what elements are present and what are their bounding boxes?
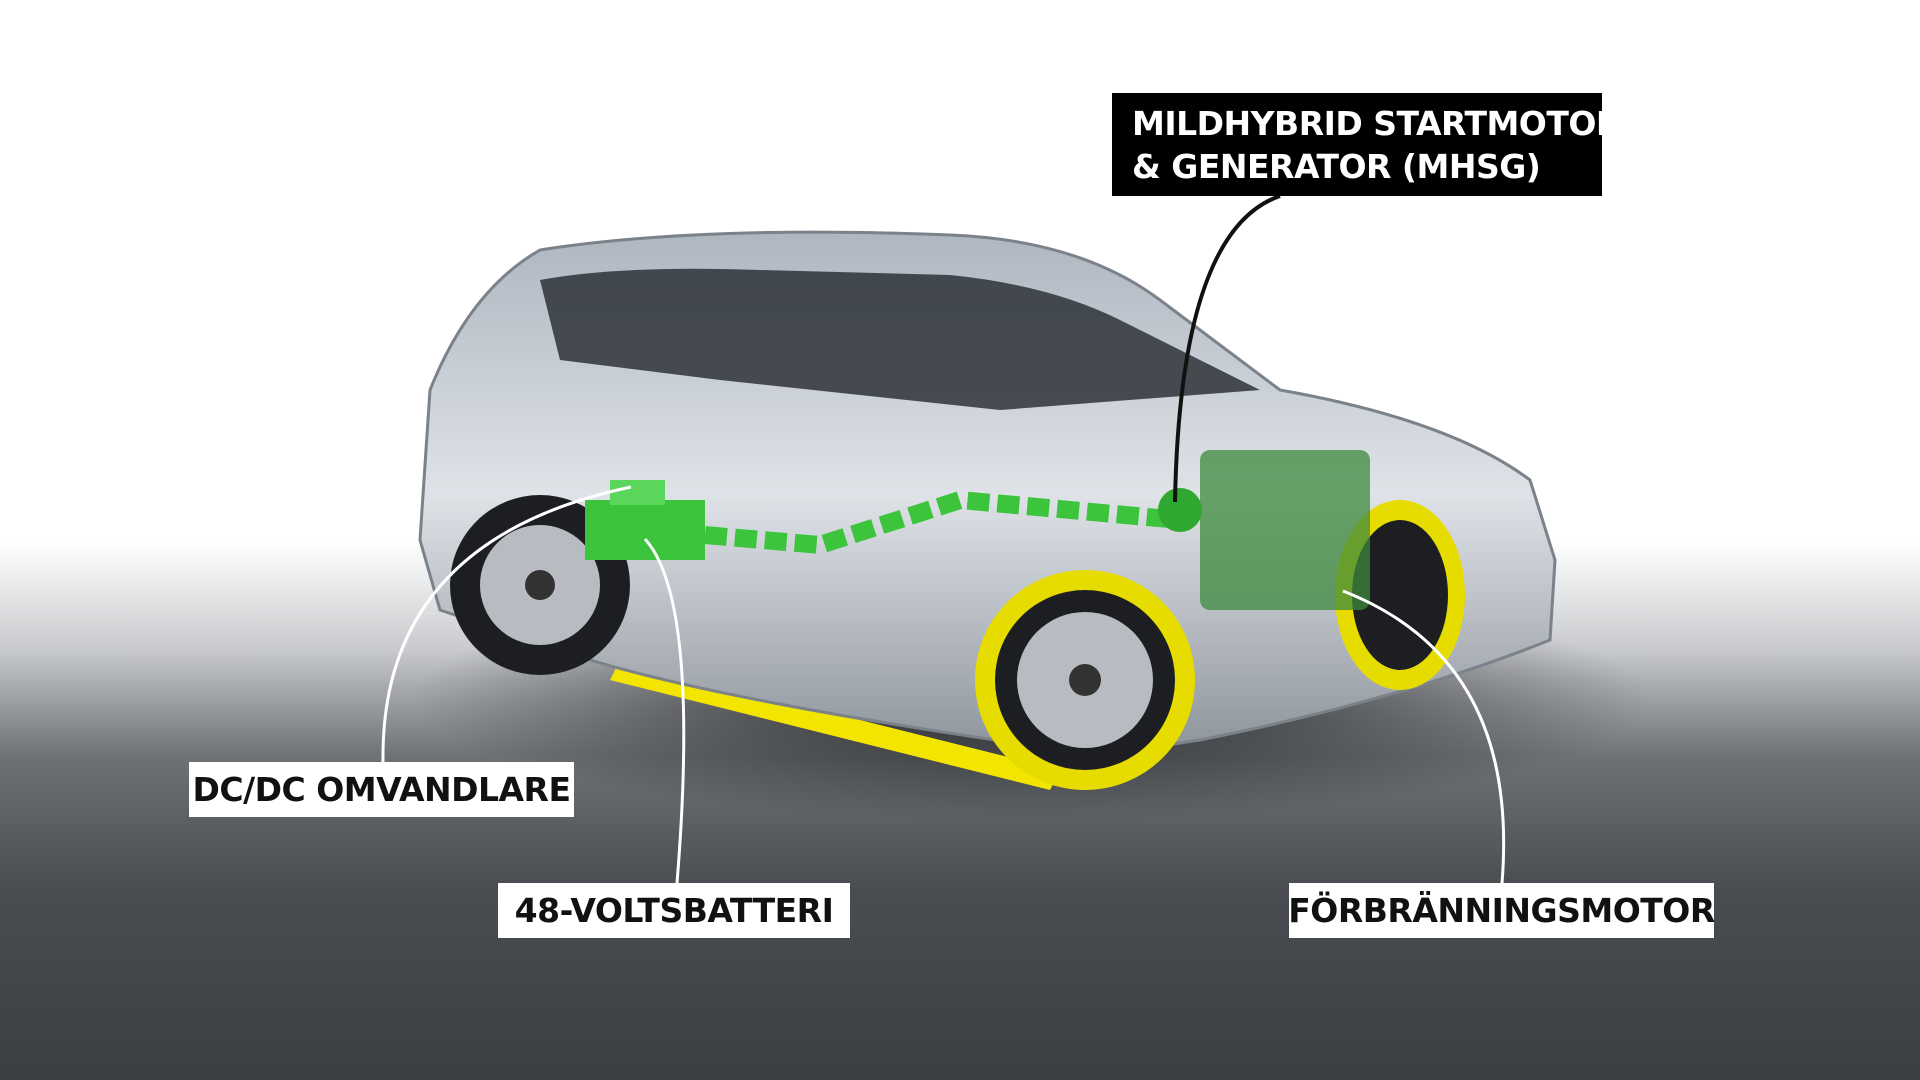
battery-pack: [585, 500, 705, 560]
mhsg-label-line1: MILDHYBRID STARTMOTOR: [1132, 103, 1621, 143]
battery-callout-line: [643, 537, 686, 884]
mhsg-callout-line: [1173, 194, 1281, 503]
battery-label: 48-VOLTSBATTERI: [498, 883, 850, 938]
dcdc-converter: [610, 480, 665, 505]
engine-callout-line: [1342, 589, 1506, 884]
dcdc-callout-line: [381, 485, 632, 763]
dcdc-label: DC/DC OMVANDLARE: [189, 762, 574, 817]
engine-block: [1200, 450, 1370, 610]
electric-flow-arrows: [704, 490, 1181, 555]
engine-label: FÖRBRÄNNINGSMOTOR: [1288, 883, 1715, 938]
mhsg-label: MILDHYBRID STARTMOTOR & GENERATOR (MHSG): [1112, 93, 1621, 196]
mhsg-label-line2: & GENERATOR (MHSG): [1132, 146, 1541, 186]
mhsg-unit: [1158, 488, 1202, 532]
car-windows: [540, 268, 1260, 410]
front-wheel: [975, 570, 1195, 790]
